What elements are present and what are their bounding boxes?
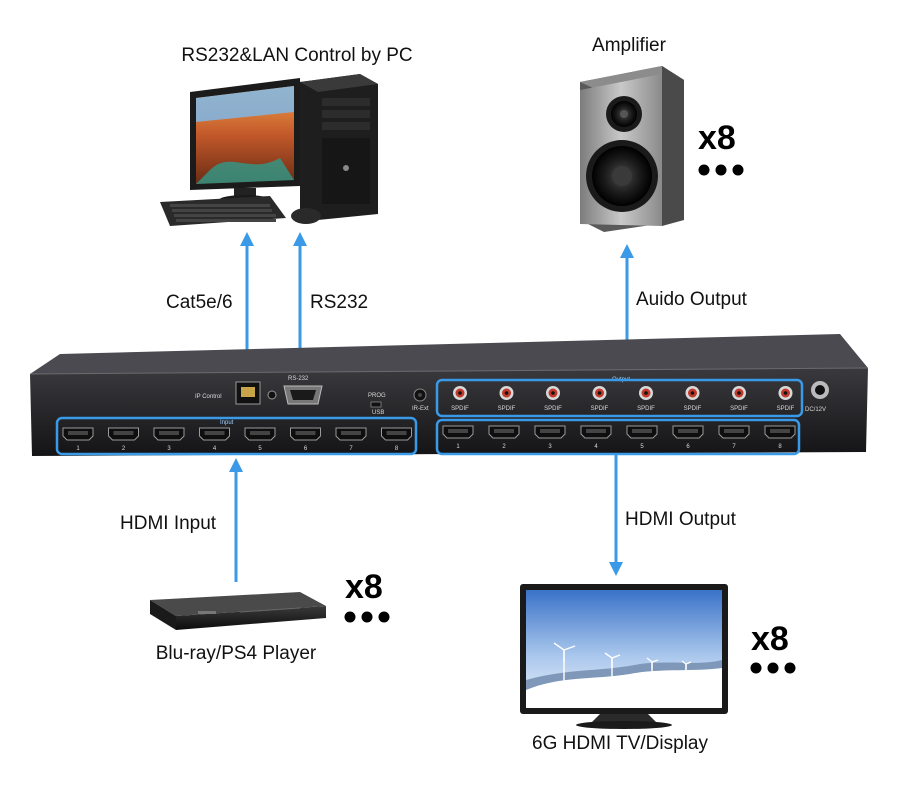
spdif-label: SPDIF <box>591 406 609 412</box>
usb-label: USB <box>372 410 384 416</box>
spdif-label: SPDIF <box>730 406 748 412</box>
input-port-number: 7 <box>349 446 353 452</box>
amplifier-dots <box>698 164 744 176</box>
output-port-number: 1 <box>456 444 460 450</box>
pc-label: RS232&LAN Control by PC <box>181 45 412 66</box>
spdif-label: SPDIF <box>637 406 655 412</box>
spdif-group-outline <box>435 378 804 418</box>
output-hdmi-port-8: 8 <box>764 425 796 450</box>
output-port-number: 3 <box>548 444 552 450</box>
output-port-number: 8 <box>778 444 782 450</box>
output-port-number: 2 <box>502 444 506 450</box>
spdif-label: SPDIF <box>777 406 795 412</box>
output-hdmi-port-6: 6 <box>672 425 704 450</box>
ir-ext-label: IR-Ext <box>412 406 429 412</box>
lan-port <box>235 381 277 405</box>
player-illustration <box>150 592 326 630</box>
cat5-label: Cat5e/6 <box>166 292 233 313</box>
amplifier-multiplier: x8 <box>698 119 736 157</box>
spdif-port-4: SPDIF <box>591 386 609 412</box>
hdmi-input-group-outline <box>55 416 418 456</box>
input-hdmi-port-2: 2 <box>108 427 139 452</box>
output-port-number: 5 <box>640 444 644 450</box>
hdmi-input-label: HDMI Input <box>120 513 217 534</box>
spdif-ports: SPDIF SPDIF SPDIF SPDIF SPDIF SPDIF SPDIF SPDIF <box>451 386 795 412</box>
input-port-number: 6 <box>304 446 308 452</box>
input-port-number: 2 <box>122 446 126 452</box>
input-port-number: 8 <box>395 446 399 452</box>
output-port-number: 6 <box>686 444 690 450</box>
amplifier-label: Amplifier <box>592 35 667 56</box>
input-port-number: 3 <box>167 446 171 452</box>
speaker-illustration <box>580 66 684 232</box>
tv-dots <box>750 662 796 674</box>
rs232-label: RS232 <box>310 292 368 313</box>
hdmi-output-ports: 1 2 3 4 5 6 7 8 <box>442 425 796 450</box>
output-hdmi-port-7: 7 <box>718 425 750 450</box>
input-hdmi-port-1: 1 <box>62 427 94 452</box>
audio-output-label: Auido Output <box>636 289 748 310</box>
input-group-label: Input <box>220 420 234 426</box>
spdif-label: SPDIF <box>544 406 562 412</box>
spdif-label: SPDIF <box>498 406 516 412</box>
pc-illustration <box>160 74 378 226</box>
spdif-port-5: SPDIF <box>637 386 655 412</box>
input-port-number: 5 <box>258 446 262 452</box>
spdif-port-1: SPDIF <box>451 386 469 412</box>
dc-label: DC/12V <box>805 407 826 413</box>
input-hdmi-port-4: 4 <box>199 427 230 452</box>
hdmi-output-label: HDMI Output <box>625 509 737 530</box>
rs232-port <box>283 385 323 405</box>
input-hdmi-port-7: 7 <box>335 427 367 452</box>
spdif-port-3: SPDIF <box>544 386 562 412</box>
dc-port <box>811 381 829 399</box>
input-hdmi-port-8: 8 <box>381 427 412 452</box>
spdif-port-2: SPDIF <box>498 386 516 412</box>
output-port-number: 4 <box>594 444 598 450</box>
spdif-label: SPDIF <box>451 406 469 412</box>
output-hdmi-port-1: 1 <box>442 425 474 450</box>
player-label: Blu-ray/PS4 Player <box>156 643 317 664</box>
tv-label: 6G HDMI TV/Display <box>532 733 708 754</box>
output-hdmi-port-5: 5 <box>626 425 658 450</box>
tv-multiplier: x8 <box>751 620 789 658</box>
input-port-number: 1 <box>76 446 80 452</box>
input-port-number: 4 <box>213 446 217 452</box>
hdmi-input-ports: 1 2 3 4 5 6 7 8 <box>62 427 412 452</box>
player-multiplier: x8 <box>345 568 383 606</box>
prog-label: PROG <box>368 393 386 399</box>
input-hdmi-port-6: 6 <box>290 427 321 452</box>
output-hdmi-port-2: 2 <box>488 425 520 450</box>
ip-control-label: IP Control <box>195 394 222 400</box>
player-dots <box>344 611 390 623</box>
output-hdmi-port-3: 3 <box>534 425 566 450</box>
spdif-port-8: SPDIF <box>777 386 795 412</box>
output-hdmi-port-4: 4 <box>580 425 612 450</box>
rs232-port-label: RS-232 <box>288 376 309 382</box>
ir-port <box>413 388 427 402</box>
spdif-port-7: SPDIF <box>730 386 748 412</box>
usb-port <box>370 401 382 408</box>
tv-illustration <box>520 584 728 729</box>
spdif-port-6: SPDIF <box>684 386 702 412</box>
hdmi-output-group-outline <box>435 418 801 456</box>
spdif-label: SPDIF <box>684 406 702 412</box>
input-hdmi-port-5: 5 <box>244 427 276 452</box>
output-port-number: 7 <box>732 444 736 450</box>
input-hdmi-port-3: 3 <box>153 427 185 452</box>
